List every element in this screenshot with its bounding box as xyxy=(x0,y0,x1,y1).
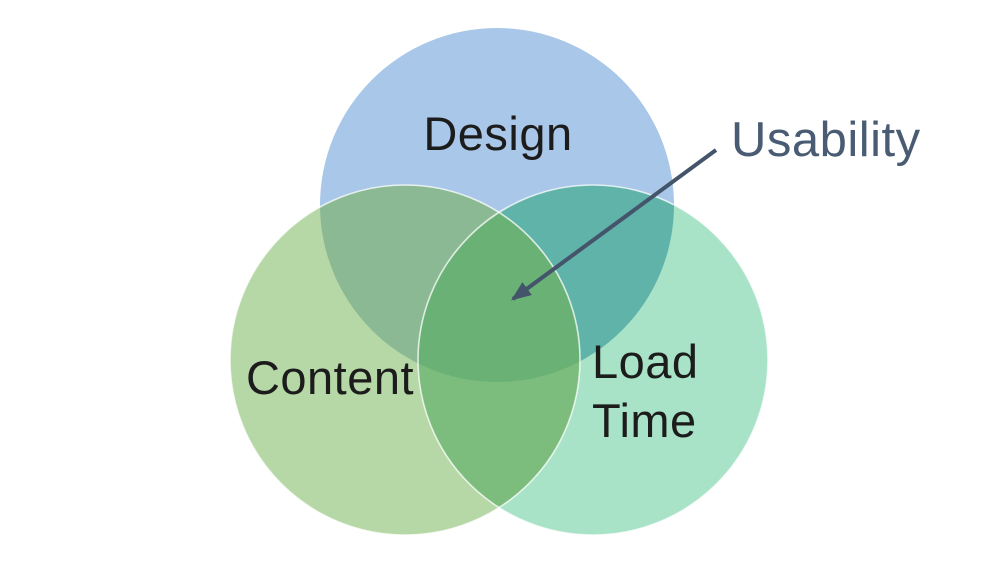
usability-arrow xyxy=(511,148,718,301)
design-label: Design xyxy=(423,107,572,160)
load-time-circle-rim xyxy=(417,184,769,536)
load-time-label-line1: Load xyxy=(592,335,699,388)
usability-label: Usability xyxy=(731,113,921,167)
content-label: Content xyxy=(246,351,414,404)
content-circle-rim xyxy=(229,184,581,536)
center-overlap xyxy=(418,185,580,382)
load-time-label-line2: Time xyxy=(592,394,697,447)
